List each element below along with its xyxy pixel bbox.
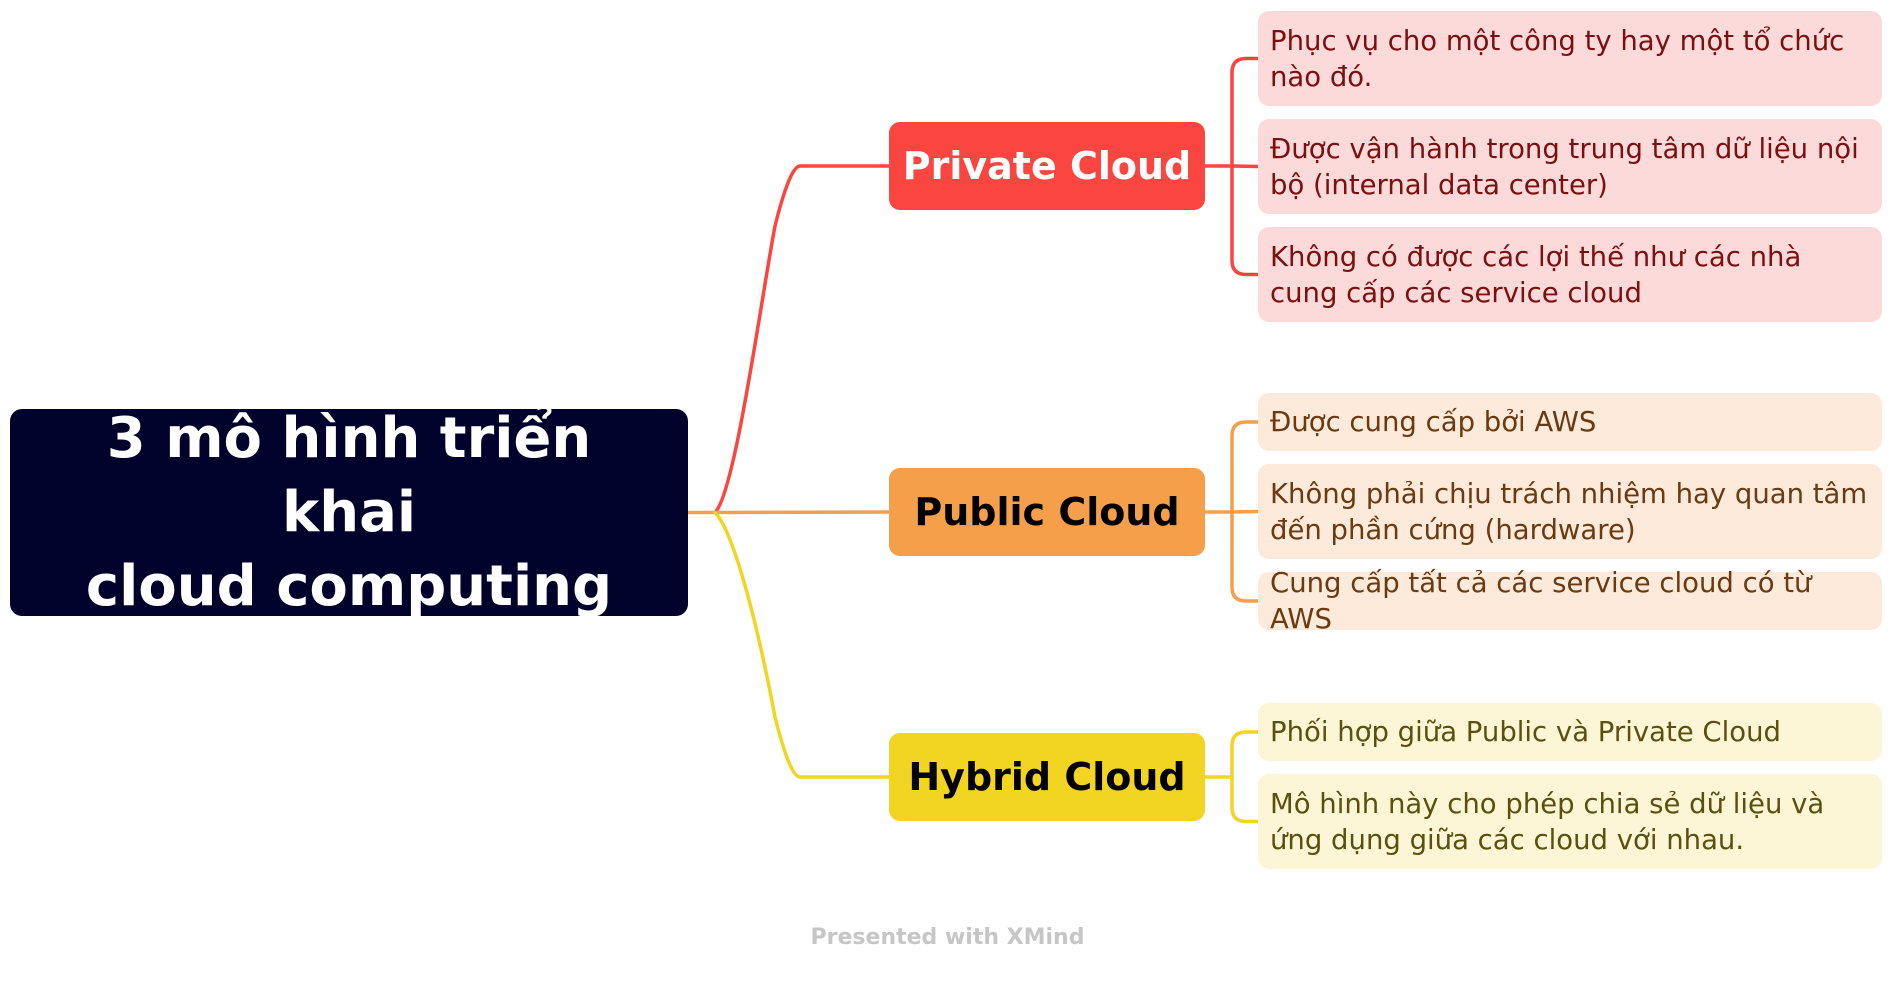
subtopic-text: Không có được các lợi thế như các nhà cu… <box>1270 240 1802 309</box>
subtopic-text: Được vận hành trong trung tâm dữ liệu nộ… <box>1270 132 1859 201</box>
subtopic-connector-line <box>1230 164 1260 169</box>
subtopic[interactable]: Không phải chịu trách nhiệm hay quan tâm… <box>1258 464 1882 559</box>
subtopic[interactable]: Phối hợp giữa Public và Private Cloud <box>1258 703 1882 761</box>
subtopic[interactable]: Được cung cấp bởi AWS <box>1258 393 1882 451</box>
branch-connector-line <box>713 510 891 515</box>
subtopic-text: Phục vụ cho một công ty hay một tổ chức … <box>1270 24 1845 93</box>
subtopic-connector-line <box>1230 510 1260 603</box>
topic-label: Public Cloud <box>914 490 1180 534</box>
topic-private-cloud[interactable]: Private Cloud <box>889 122 1205 210</box>
subtopic-text: Phối hợp giữa Public và Private Cloud <box>1270 716 1781 748</box>
branch-connector-line <box>713 164 891 515</box>
subtopic-connector-line <box>1230 775 1260 824</box>
topic-hybrid-cloud[interactable]: Hybrid Cloud <box>889 733 1205 821</box>
subtopic[interactable]: Cung cấp tất cả các service cloud có từ … <box>1258 567 1882 635</box>
subtopic-connector-line <box>1230 420 1260 514</box>
branch-connector-line <box>713 510 891 779</box>
subtopic-text: Cung cấp tất cả các service cloud có từ … <box>1270 567 1812 635</box>
subtopic[interactable]: Không có được các lợi thế như các nhà cu… <box>1258 227 1882 322</box>
subtopic-connector-line <box>1230 164 1260 277</box>
subtopic-connector-line <box>1230 56 1260 168</box>
topic-label: Hybrid Cloud <box>908 755 1186 799</box>
subtopic[interactable]: Mô hình này cho phép chia sẻ dữ liệu và … <box>1258 774 1882 869</box>
topic-public-cloud[interactable]: Public Cloud <box>889 468 1205 556</box>
subtopic[interactable]: Phục vụ cho một công ty hay một tổ chức … <box>1258 11 1882 106</box>
topic-label: Private Cloud <box>902 144 1192 188</box>
watermark: Presented with XMind <box>810 925 1085 950</box>
subtopic[interactable]: Được vận hành trong trung tâm dữ liệu nộ… <box>1258 119 1882 214</box>
subtopic-connector-line <box>1230 730 1260 779</box>
root-topic[interactable]: 3 mô hình triển khai cloud computing <box>10 406 688 619</box>
subtopic-text: Được cung cấp bởi AWS <box>1270 406 1597 438</box>
subtopic-text: Mô hình này cho phép chia sẻ dữ liệu và … <box>1270 787 1825 856</box>
subtopic-text: Không phải chịu trách nhiệm hay quan tâm… <box>1270 477 1868 546</box>
root-topic-title: 3 mô hình triển khai cloud computing <box>85 405 613 619</box>
subtopic-connector-line <box>1230 509 1260 514</box>
